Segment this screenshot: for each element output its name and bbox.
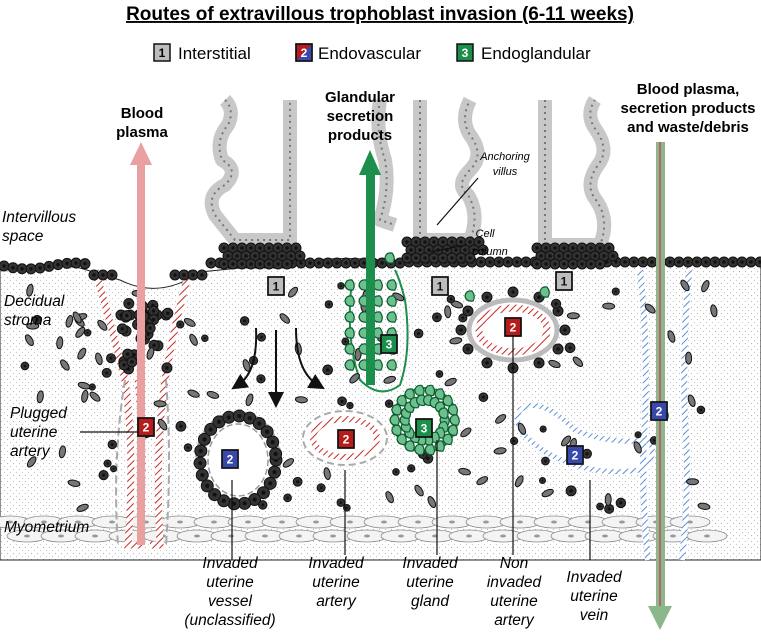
svg-text:uterine: uterine: [10, 424, 58, 441]
legend-num-2: 2: [301, 46, 308, 60]
route-box-vein: 2: [566, 445, 584, 465]
invaded-vein: [515, 403, 655, 475]
legend-box-3: [456, 43, 474, 62]
svg-text:Intervillous: Intervillous: [2, 209, 76, 226]
svg-text:(unclassified): (unclassified): [184, 612, 275, 629]
route-box-gland: 3: [415, 418, 433, 438]
legend-label-interstitial: Interstitial: [178, 44, 251, 63]
svg-text:2: 2: [143, 421, 150, 435]
svg-text:Invaded: Invaded: [402, 555, 459, 572]
waste-label: Blood plasma, secretion products and was…: [620, 81, 755, 136]
svg-text:artery: artery: [10, 443, 51, 460]
svg-text:2: 2: [343, 433, 350, 447]
route-box-gland-upper: 3: [380, 334, 398, 354]
svg-text:Non: Non: [500, 555, 528, 572]
svg-text:stroma: stroma: [4, 312, 52, 329]
route-box-plugged: 2: [137, 417, 155, 437]
myometrium-label: Myometrium: [4, 519, 89, 536]
glandular-secretion-arrow: [366, 170, 375, 385]
legend-label-endovascular: Endovascular: [318, 44, 421, 63]
svg-text:Invaded: Invaded: [202, 555, 259, 572]
svg-text:uterine: uterine: [206, 574, 254, 591]
svg-text:2: 2: [572, 449, 579, 463]
svg-text:1: 1: [561, 275, 568, 289]
svg-text:1: 1: [437, 280, 444, 294]
glandular-secretion-label: Glandular secretion products: [325, 89, 395, 144]
svg-text:uterine: uterine: [406, 574, 454, 591]
svg-text:artery: artery: [316, 593, 357, 610]
legend: 1 Interstitial 2 Endovascular 3 Endoglan…: [153, 43, 591, 63]
plugged-artery-right-wall: [150, 268, 194, 549]
route-box-vessel: 2: [221, 449, 239, 469]
svg-text:Plugged: Plugged: [10, 405, 68, 422]
label-non-invaded-artery: Non invaded uterine artery: [487, 555, 543, 629]
blood-plasma-arrow: [137, 160, 145, 545]
route-box-interstitial-2: 1: [431, 276, 449, 296]
label-invaded-gland: Invaded uterine gland: [402, 555, 459, 610]
svg-text:column: column: [472, 246, 507, 258]
svg-text:space: space: [2, 228, 44, 245]
route-box-artery: 2: [337, 429, 355, 449]
anchoring-villus-label: Anchoring villus: [479, 151, 530, 178]
legend-num-1: 1: [159, 46, 166, 60]
svg-text:Blood: Blood: [121, 105, 164, 122]
svg-text:2: 2: [510, 321, 517, 335]
svg-text:Invaded: Invaded: [308, 555, 365, 572]
svg-text:Glandular: Glandular: [325, 89, 395, 106]
svg-text:Cell: Cell: [476, 228, 496, 240]
svg-text:plasma: plasma: [116, 124, 168, 141]
diagram-title: Routes of extravillous trophoblast invas…: [126, 4, 634, 25]
svg-text:vein: vein: [580, 607, 608, 624]
legend-num-3: 3: [462, 46, 469, 60]
svg-text:vessel: vessel: [208, 593, 252, 610]
svg-text:Anchoring: Anchoring: [479, 151, 530, 163]
svg-text:2: 2: [656, 405, 663, 419]
cell-column-label: Cell column: [472, 228, 507, 258]
route-box-right-vein: 2: [650, 401, 668, 421]
svg-text:uterine: uterine: [312, 574, 360, 591]
svg-text:3: 3: [421, 422, 428, 436]
svg-text:uterine: uterine: [570, 588, 618, 605]
plugged-artery-label: Plugged uterine artery: [10, 405, 68, 460]
svg-text:secretion products: secretion products: [620, 100, 755, 117]
svg-text:1: 1: [273, 280, 280, 294]
svg-text:villus: villus: [493, 166, 518, 178]
label-invaded-vein: Invaded uterine vein: [566, 569, 623, 624]
interstitial-route-arrows: [231, 327, 325, 408]
svg-text:3: 3: [386, 338, 393, 352]
route-box-interstitial-1: 1: [267, 276, 285, 296]
leader-lines: [80, 177, 591, 560]
svg-text:uterine: uterine: [490, 593, 538, 610]
svg-text:Invaded: Invaded: [566, 569, 623, 586]
svg-text:artery: artery: [494, 612, 535, 629]
svg-text:2: 2: [227, 453, 234, 467]
decidual-stroma-label: Decidual stroma: [4, 293, 65, 329]
intervillous-space-label: Intervillous space: [2, 209, 76, 245]
right-vein-right-wall: [679, 261, 693, 561]
svg-text:and waste/debris: and waste/debris: [627, 119, 749, 136]
route-box-interstitial-3: 1: [555, 271, 573, 291]
legend-label-endoglandular: Endoglandular: [481, 44, 591, 63]
anchoring-villi: [204, 95, 612, 252]
svg-text:secretion: secretion: [327, 108, 394, 125]
svg-text:invaded: invaded: [487, 574, 543, 591]
label-invaded-artery: Invaded uterine artery: [308, 555, 365, 610]
svg-text:products: products: [328, 127, 392, 144]
right-vein-left-wall: [637, 269, 651, 561]
blood-plasma-label: Blood plasma: [116, 105, 168, 141]
svg-text:Decidual: Decidual: [4, 293, 65, 310]
svg-text:gland: gland: [411, 593, 450, 610]
label-invaded-vessel: Invaded uterine vessel (unclassified): [184, 555, 275, 629]
svg-text:Blood plasma,: Blood plasma,: [637, 81, 740, 98]
route-box-non-invaded: 2: [504, 317, 522, 337]
legend-box-1: [153, 43, 171, 62]
